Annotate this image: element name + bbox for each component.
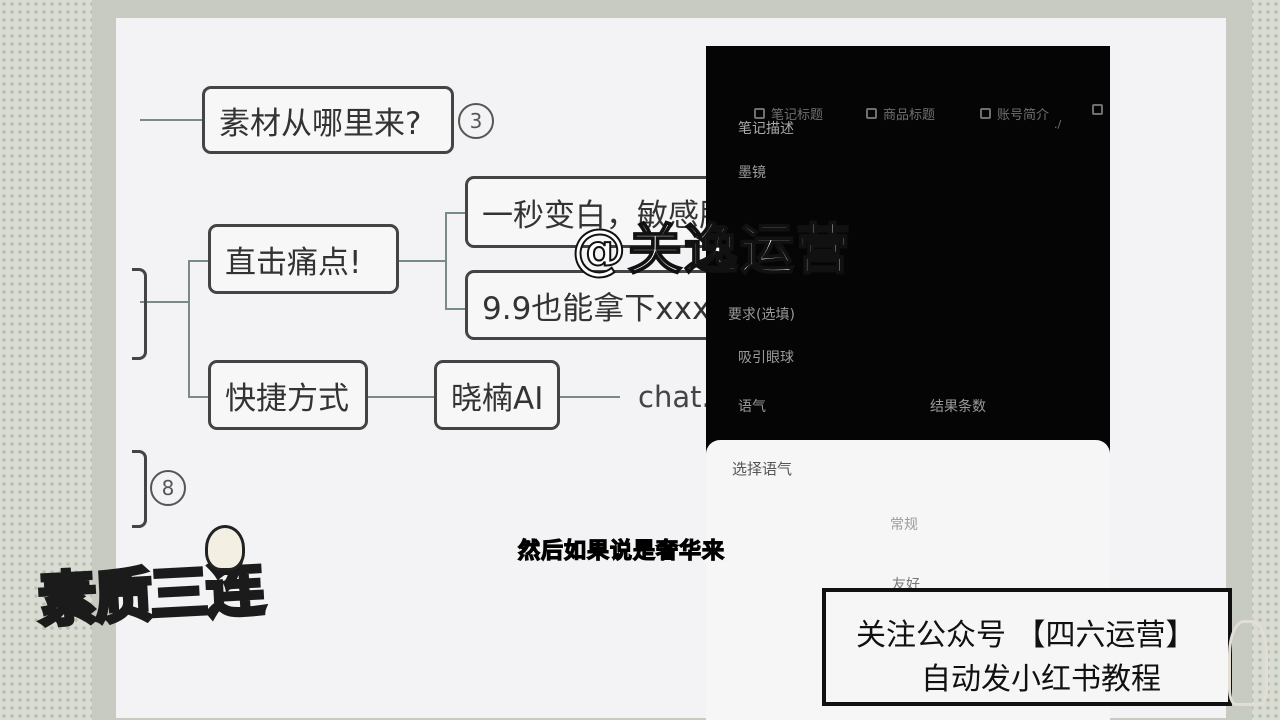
tab-account-intro[interactable]: 账号简介 [980,104,1049,123]
mindmap-node-source[interactable]: 素材从哪里来? [202,86,454,154]
mindmap-node-chat[interactable]: chat. [638,380,711,414]
connector-line [399,260,445,262]
parent-node-partial [132,450,147,528]
field-label-requirements: 要求(选填) [728,307,795,323]
tab-note-title[interactable]: 笔记标题 [754,104,823,123]
connector-line [140,301,188,303]
connector-line [140,119,202,121]
more-icon [1092,104,1103,115]
parent-node-partial [132,268,147,360]
mindmap-node-idea[interactable]: 一秒变白，敏感肌 [465,176,725,248]
mindmap-node-idea[interactable]: 9.9也能拿下xxx， [465,270,725,340]
badge-count: 8 [150,470,186,506]
mascot-icon [205,525,245,571]
connector-line [368,396,434,398]
connector-line [560,396,620,398]
follow-banner: 关注公众号 【四六运营】 自动发小红书教程 [822,588,1232,706]
field-label-note-desc: 笔记描述 [738,121,794,137]
connector-line [188,260,190,396]
connector-line [445,308,465,310]
sheet-title: 选择语气 [732,460,793,478]
field-label-result-count[interactable]: 结果条数 [930,399,986,415]
mindmap-node-shortcut[interactable]: 快捷方式 [208,360,368,430]
bunny-mascot-icon [1228,620,1268,706]
account-icon [980,108,991,119]
char-count: ./ [1054,118,1062,131]
follow-line-2: 自动发小红书教程 [921,662,1161,697]
mindmap-node-painpoint[interactable]: 直击痛点! [208,224,399,294]
mindmap-node-ai[interactable]: 晓楠AI [434,360,560,430]
connector-line [445,212,447,308]
connector-line [188,396,208,398]
note-icon [754,108,765,119]
product-icon [866,108,877,119]
connector-line [188,260,208,262]
watermark-text: @关逸运营 [571,217,852,282]
follow-line-1: 关注公众号 【四六运营】 [856,618,1196,653]
field-value-attract[interactable]: 吸引眼球 [738,350,794,366]
tab-more[interactable] [1092,104,1103,115]
video-subtitle: 然后如果说是奢华来 [517,538,726,564]
tab-product-title[interactable]: 商品标题 [866,104,935,123]
tone-option-normal[interactable]: 常规 [890,517,918,533]
badge-count: 3 [458,103,494,139]
field-label-tone[interactable]: 语气 [738,399,766,415]
connector-line [445,212,465,214]
tab-bar: 笔记标题 商品标题 账号简介 [706,104,1110,134]
field-value-product[interactable]: 墨镜 [738,165,766,181]
